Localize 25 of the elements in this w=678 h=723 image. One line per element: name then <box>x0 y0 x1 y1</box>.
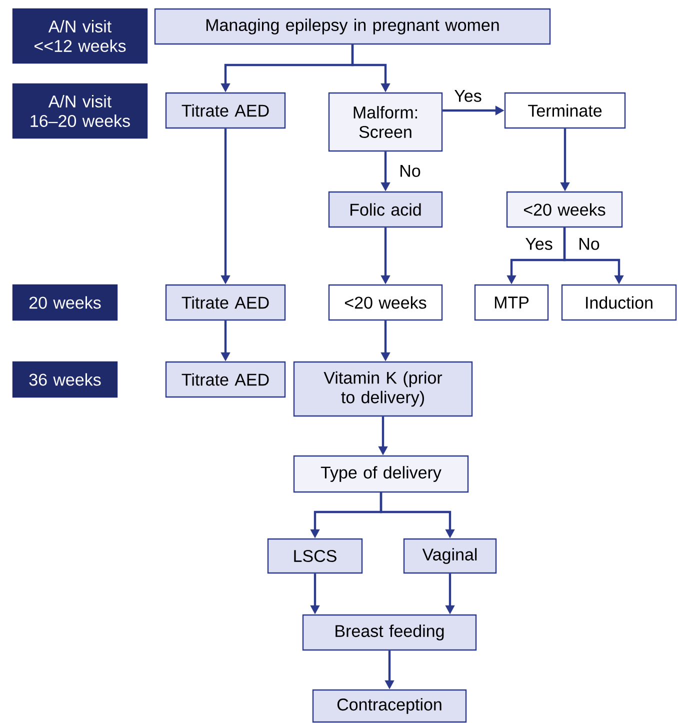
process-box: Titrate AED <box>165 361 286 398</box>
process-box: Malform: Screen <box>328 92 443 152</box>
process-box: Induction <box>561 284 677 321</box>
edge-label: No <box>398 164 422 178</box>
edge-label: Yes <box>453 89 483 103</box>
process-box: Vaginal <box>403 538 497 574</box>
process-box: Breast feeding <box>302 614 477 651</box>
stage-label-box: A/N visit <<12 weeks <box>12 8 148 64</box>
process-box: <20 weeks <box>328 284 443 321</box>
process-box: Terminate <box>504 92 626 129</box>
process-box: Type of delivery <box>293 455 469 493</box>
process-box: Titrate AED <box>165 92 286 129</box>
stage-label-box: 36 weeks <box>12 361 118 398</box>
process-box: <20 weeks <box>506 191 623 228</box>
stage-label-box: A/N visit 16–20 weeks <box>12 83 148 139</box>
edge-label: No <box>577 237 601 251</box>
process-box: Vitamin K (prior to delivery) <box>293 361 473 417</box>
process-box: MTP <box>474 284 549 321</box>
process-box: Contraception <box>312 689 467 723</box>
process-box: Managing epilepsy in pregnant women <box>154 8 551 45</box>
process-box: Titrate AED <box>165 284 286 321</box>
process-box: Folic acid <box>328 191 443 228</box>
stage-label-box: 20 weeks <box>12 284 118 321</box>
edge-label: Yes <box>524 237 554 251</box>
process-box: LSCS <box>267 538 363 574</box>
